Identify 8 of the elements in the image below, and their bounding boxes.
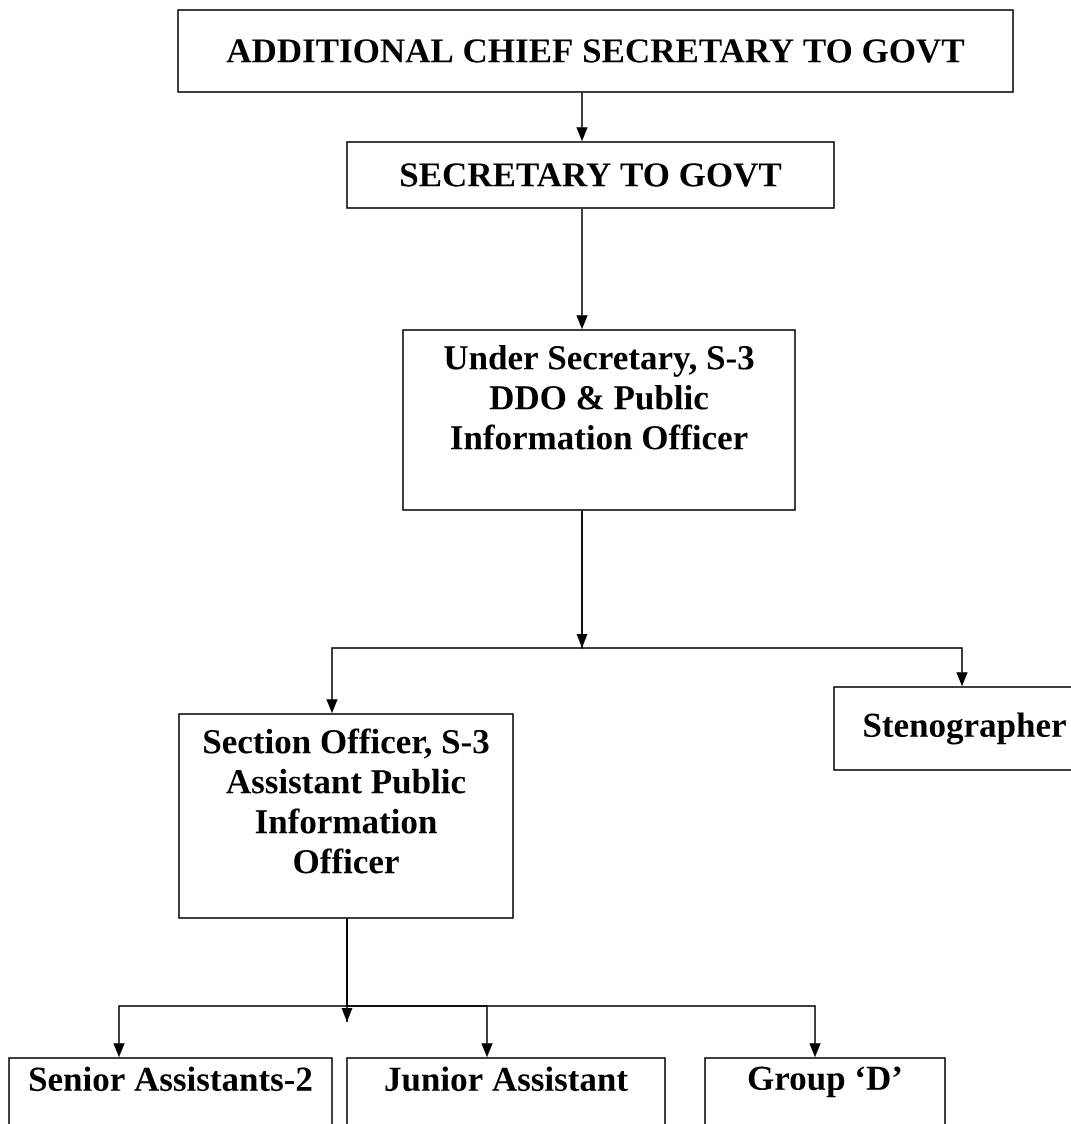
- position-box: ADDITIONAL CHIEF SECRETARY TO GOVT: [177, 9, 1014, 93]
- position-box: Junior Assistant: [346, 1057, 666, 1124]
- position-box: Section Officer, S-3 Assistant Public Information Officer: [178, 713, 514, 919]
- position-box: Under Secretary, S-3 DDO & Public Information Officer: [402, 329, 796, 511]
- position-box: Group ‘D’: [704, 1057, 946, 1124]
- position-box: SECRETARY TO GOVT: [346, 141, 835, 209]
- position-box: Stenographer: [833, 686, 1071, 771]
- position-box: Senior Assistants-2: [8, 1057, 333, 1124]
